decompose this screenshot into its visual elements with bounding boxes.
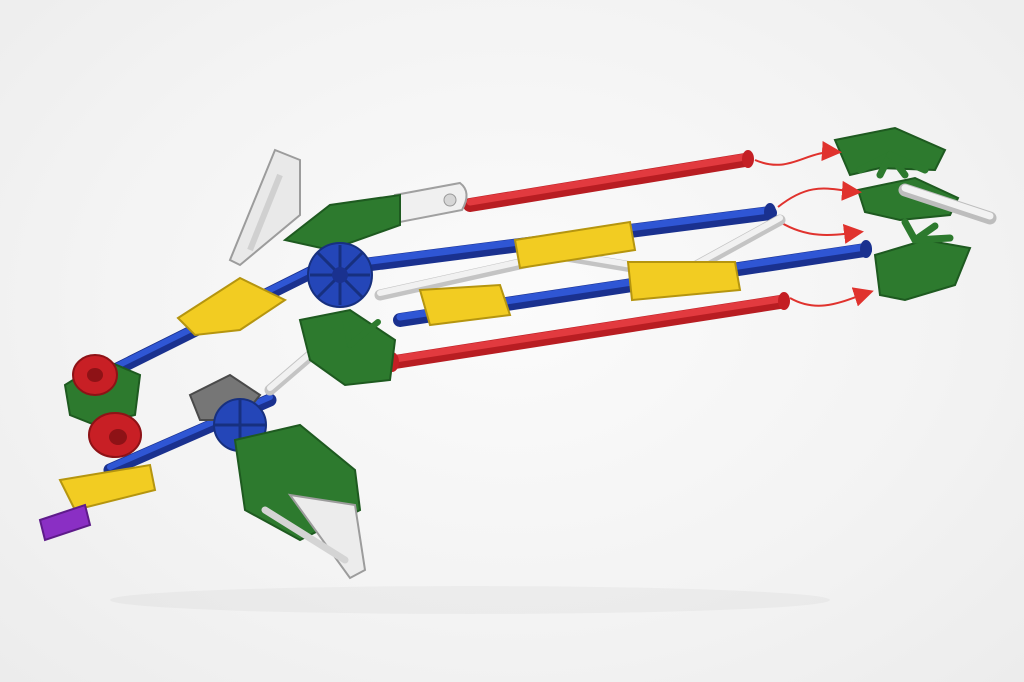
blue-rods — [88, 203, 872, 477]
loose-green-connector-top — [833, 126, 947, 179]
white-frame-top — [228, 148, 301, 267]
purple-rod — [38, 503, 92, 542]
loose-red-rod-top — [463, 150, 754, 212]
red-spacers — [72, 354, 142, 458]
loose-green-connector-bottom — [873, 218, 972, 302]
assembly-arrow-icon — [754, 141, 874, 307]
loose-green-connector-center — [856, 176, 960, 222]
white-connector-top — [393, 181, 468, 224]
white-frame-bottom — [261, 493, 367, 580]
green-connector-middle — [298, 308, 397, 387]
yellow-connectors — [58, 220, 742, 512]
green-connector-top-left — [282, 193, 401, 252]
shadow — [110, 586, 830, 614]
blue-hub — [307, 242, 373, 308]
loose-white-rod — [898, 183, 997, 225]
